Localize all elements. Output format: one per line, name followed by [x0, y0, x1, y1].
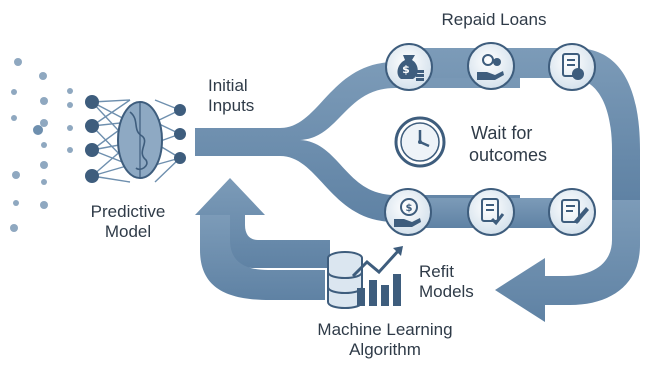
refit-line1: Refit: [419, 262, 454, 281]
predictive-line2: Model: [104, 222, 152, 241]
svg-text:$: $: [402, 63, 410, 76]
hand-coins-icon: [467, 42, 515, 90]
refit-line2: Models: [419, 282, 474, 301]
hand-dollar-icon: $: [384, 188, 432, 236]
predictive-line1: Predictive: [90, 202, 166, 221]
wait-line2: outcomes: [469, 145, 548, 165]
refit-models-label: Refit Models: [419, 262, 474, 302]
ml-algorithm-label: Machine Learning Algorithm: [290, 320, 480, 360]
input-dots: [10, 58, 73, 232]
document-sign-icon: [548, 188, 596, 236]
ml-line1: Machine Learning: [317, 320, 453, 339]
repaid-loans-label: Repaid Loans: [441, 10, 547, 29]
database-chart-icon: [327, 246, 403, 309]
feedback-arrow-base: [200, 215, 325, 300]
return-arrow: [495, 200, 640, 322]
wait-line1: Wait for: [471, 123, 533, 143]
ml-line2: Algorithm: [349, 340, 421, 359]
clock-icon: [394, 116, 446, 168]
neural-network-icon: [10, 58, 186, 232]
initial-inputs-label: Initial Inputs: [208, 76, 254, 116]
predictive-model-label: Predictive Model: [78, 202, 178, 242]
document-check-icon: [467, 188, 515, 236]
money-bag-icon: $: [385, 43, 433, 91]
initial-inputs-line1: Initial: [208, 76, 248, 95]
initial-inputs-line2: Inputs: [208, 96, 255, 115]
svg-text:$: $: [406, 203, 413, 214]
wait-outcomes-label: Wait for outcomes: [469, 122, 547, 166]
document-dollar-icon: [548, 43, 596, 91]
